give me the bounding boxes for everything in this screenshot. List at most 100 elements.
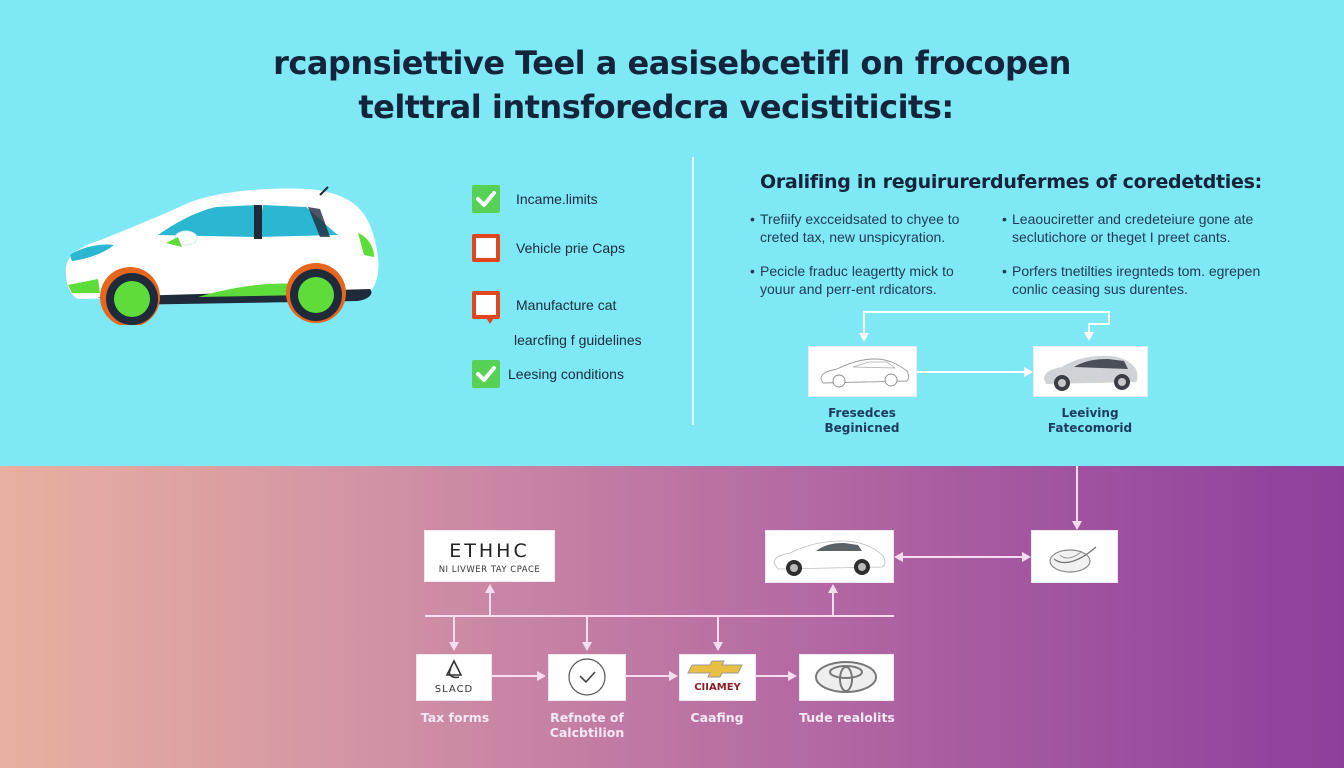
arrow-down-icon — [449, 642, 459, 651]
arrow-down-icon — [859, 333, 869, 342]
bullet-line: Porfers tnetilties iregnteds tom. egrepe… — [1012, 263, 1261, 279]
pin-tip — [485, 316, 495, 324]
label-line: Fresedces — [828, 406, 896, 420]
step-box-casting[interactable]: CIIAMEY — [679, 654, 756, 701]
bullet-dot-icon: • — [750, 211, 755, 227]
ethhc-header-box[interactable]: ETHHC NI LIVWER TAY CPACE — [424, 530, 555, 582]
requirement-bullet: • Trefiify excceidsated to chyee to cret… — [750, 210, 1030, 246]
bullet-line: seclutichore or theget I preet cants. — [1012, 229, 1231, 245]
requirement-bullet: • Porfers tnetilties iregnteds tom. egre… — [1002, 262, 1312, 298]
arrow-up-icon — [485, 584, 495, 593]
connector-line — [863, 311, 865, 335]
step-label: Tude realolits — [790, 710, 904, 725]
flow-node-leasing[interactable] — [1033, 346, 1148, 397]
label-line: Calcbtilion — [549, 725, 625, 740]
checklist-item-leasing-conditions[interactable]: Leesing conditions — [472, 360, 624, 388]
bullet-line: Pecicle fraduc leagertty mick to — [760, 263, 954, 279]
connector-line — [756, 675, 789, 677]
connector-line — [489, 590, 491, 616]
bullet-dot-icon: • — [750, 263, 755, 279]
check-icon — [472, 185, 500, 213]
connector-line — [1088, 323, 1110, 325]
bottom-panel — [0, 466, 1344, 768]
ethhc-subtitle: NI LIVWER TAY CPACE — [438, 565, 541, 575]
logo-text: CIIAMEY — [694, 682, 741, 693]
arrow-up-icon — [828, 584, 838, 593]
step-box-calculation[interactable] — [548, 654, 626, 701]
arrow-right-icon — [669, 671, 678, 681]
label-line: Tax forms — [420, 710, 490, 725]
bullet-dot-icon: • — [1002, 263, 1007, 279]
connector-line — [453, 616, 455, 644]
step-box-trade-results[interactable] — [799, 654, 894, 701]
connector-line — [1076, 466, 1078, 524]
vehicle-box[interactable] — [765, 530, 894, 583]
oval-emblem-icon — [815, 661, 877, 693]
bullet-line: creted tax, new unspicyration. — [760, 229, 946, 245]
step-label: Tax forms — [400, 710, 510, 725]
checklist-item-vehicle-price-caps[interactable]: Vehicle prie Caps — [472, 234, 625, 262]
label-line: Refnote of — [550, 710, 624, 725]
flow-node-label: Fresedces Beginicned — [800, 406, 924, 436]
check-icon — [472, 360, 500, 388]
label-line: Fatecomorid — [1047, 421, 1133, 435]
connector-line — [586, 616, 588, 644]
arrow-right-icon — [1024, 367, 1033, 377]
connector-line — [492, 675, 538, 677]
hatchback-photo-icon — [1044, 355, 1138, 391]
sedan-outline-icon — [820, 358, 909, 388]
bowtie-logo-icon — [687, 660, 743, 678]
flow-node-purchase[interactable] — [808, 346, 917, 397]
logo-text: SLACD — [434, 684, 474, 695]
checklist-item-manufacture-cat[interactable]: Manufacture cat — [472, 291, 617, 324]
label-line: Tude realolits — [799, 710, 895, 725]
step-box-tax-forms[interactable]: SLACD — [416, 654, 492, 701]
label-line: Leeiving — [1061, 406, 1119, 420]
connector-line — [626, 675, 670, 677]
connector-line — [1088, 323, 1090, 333]
step-label: Caafing — [662, 710, 772, 725]
bus-line — [425, 615, 894, 617]
step-label: Refnote of Calcbtilion — [532, 710, 642, 740]
requirements-heading: Oralifing in reguirurerdufermes of cored… — [760, 171, 1262, 193]
label-line: Caafing — [690, 710, 744, 725]
checklist-item-income-limits[interactable]: Incame.limits — [472, 185, 598, 213]
bullet-line: Trefiify excceidsated to chyee to — [760, 211, 960, 227]
connector-line — [917, 371, 1027, 373]
arrow-right-icon — [788, 671, 797, 681]
checklist-label: learcfing f guidelines — [514, 332, 642, 348]
arrow-right-icon — [537, 671, 546, 681]
checklist-label: Leesing conditions — [508, 366, 624, 382]
arrow-down-icon — [713, 642, 723, 651]
connector-line — [832, 590, 834, 616]
checklist-item-guidelines: learcfing f guidelines — [470, 332, 642, 348]
checklist-label: Vehicle prie Caps — [516, 240, 625, 256]
requirement-bullet: • Pecicle fraduc leagertty mick to youur… — [750, 262, 1030, 298]
logo-box[interactable] — [1031, 530, 1118, 583]
checklist-label: Manufacture cat — [516, 297, 617, 313]
bullet-line: youur and perr-ent rdicators. — [760, 281, 937, 297]
checkmark-circle-icon — [568, 658, 606, 696]
bullet-line: Leaouciretter and credeteiure gone ate — [1012, 211, 1254, 227]
connector-line — [863, 311, 1110, 313]
page-title-line-2: telttral intnsforedcra vecistiticits: — [358, 88, 954, 126]
flow-node-label: Leeiving Fatecomorid — [1028, 406, 1152, 436]
connector-line — [1108, 311, 1110, 325]
empty-box-icon — [472, 234, 500, 262]
checklist-label: Incame.limits — [516, 191, 598, 207]
requirement-bullet: • Leaouciretter and credeteiure gone ate… — [1002, 210, 1312, 246]
ethhc-title: ETHHC — [449, 540, 530, 562]
page-title-line-1: rcapnsiettive Teel a easisebcetifl on fr… — [273, 44, 1071, 82]
electric-car-illustration — [65, 186, 379, 325]
bullet-dot-icon: • — [1002, 211, 1007, 227]
bullet-line: conlic ceasing sus durentes. — [1012, 281, 1188, 297]
vertical-divider — [692, 157, 694, 425]
connector-line — [717, 616, 719, 644]
arrow-down-icon — [1072, 521, 1082, 530]
arrow-down-icon — [1084, 332, 1094, 341]
arrow-right-icon — [1022, 552, 1031, 562]
arrow-left-icon — [894, 552, 903, 562]
white-sedan-icon — [773, 540, 886, 576]
swoosh-logo-icon — [1049, 546, 1097, 573]
label-line: Beginicned — [824, 421, 900, 435]
